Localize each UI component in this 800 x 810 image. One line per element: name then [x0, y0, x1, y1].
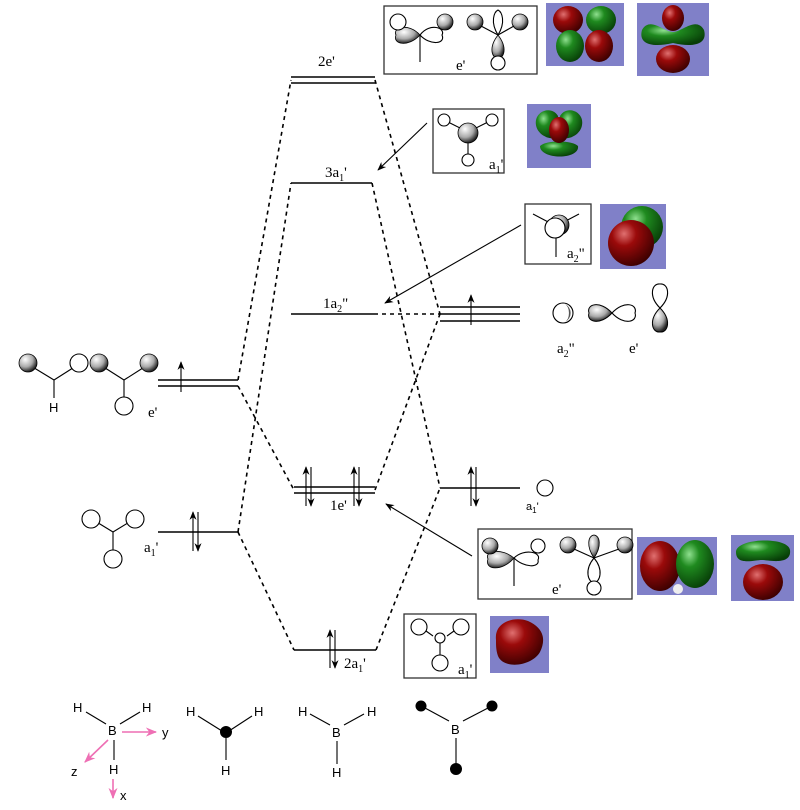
electron-pair [350, 466, 363, 507]
h-orbital-open [114, 396, 134, 416]
electron-pair [302, 466, 315, 507]
electron-pair [326, 629, 339, 669]
svg-text:B: B [332, 725, 341, 740]
svg-text:H: H [73, 700, 82, 715]
bh3-structure: H H B H [298, 704, 376, 780]
inset-label: a1' [489, 157, 504, 176]
svg-text:H: H [142, 700, 151, 715]
z-axis-label: z [71, 764, 78, 779]
svg-text:H: H [367, 704, 376, 719]
axes-molecule: H H B H y z x [71, 700, 169, 803]
boron-py-orbital [651, 283, 669, 333]
svg-text:H: H [254, 704, 263, 719]
boron-px-orbital [588, 304, 636, 322]
left-level-e: e' [148, 361, 238, 421]
svg-text:H: H [109, 762, 118, 777]
mo-level-2a1: 2a1' [294, 629, 376, 675]
mo-level-3a1: 3a1' [291, 165, 372, 184]
y-axis-label: y [162, 725, 169, 740]
orbital-render-3a1 [527, 104, 591, 168]
mo-level-1a2: 1a2" [291, 296, 374, 315]
orbital-render-2e-b [637, 3, 709, 76]
h-orbital-open [69, 353, 89, 373]
bh3-dot-structure: H H H [186, 704, 263, 778]
h-orbital-shaded [139, 353, 159, 373]
orbital-render-1e-b [731, 535, 794, 601]
inset-label: e' [552, 582, 562, 598]
inset-box-1a2: a2" [524, 203, 592, 265]
inset-label: e' [456, 58, 466, 74]
mo-label-2e: 2e' [318, 54, 335, 70]
right-level-p [440, 294, 520, 325]
right-a1-label: a1' [526, 501, 539, 515]
orbital-render-2a1 [490, 616, 549, 673]
left-level-a1: a1' [144, 511, 238, 559]
left-e-label: e' [148, 405, 158, 421]
orbital-render-1a2 [600, 204, 666, 269]
b-ligand-structure: B [415, 700, 498, 775]
electron-pair [467, 466, 480, 507]
x-axis-label: x [120, 788, 127, 803]
inset-label: a1' [458, 662, 473, 681]
inset-label: a2" [567, 246, 585, 265]
z-axis-arrow [84, 739, 109, 763]
inset-box-2e: e' [383, 5, 538, 75]
left-a1-label: a1' [144, 540, 159, 559]
boron-s-orbital [536, 479, 554, 497]
electron-pair [189, 511, 202, 552]
h3-e-salc-1: H [18, 353, 89, 415]
mo-level-2e: 2e' [291, 54, 375, 84]
svg-text:H: H [186, 704, 195, 719]
inset-box-3a1: a1' [432, 108, 505, 176]
h-orbital-shaded [89, 353, 109, 373]
svg-text:H: H [298, 704, 307, 719]
h3-e-salc-2 [89, 353, 159, 416]
orbital-render-1e-a [637, 537, 717, 595]
orbital-render-2e-a [546, 3, 624, 66]
svg-text:B: B [108, 723, 117, 738]
h3-a1-salc [81, 509, 145, 569]
mo-label-1a2: 1a2" [323, 296, 348, 315]
pointer-arrow [385, 503, 473, 557]
svg-text:H: H [221, 763, 230, 778]
pointer-arrow [384, 224, 522, 304]
right-level-s: a1' [440, 466, 554, 515]
correlation-lines [237, 79, 441, 651]
boron-e-label: e' [629, 341, 639, 357]
pointer-arrow [377, 122, 428, 171]
boron-pz-orbital [552, 302, 574, 324]
svg-text:H: H [332, 765, 341, 780]
mo-level-1e: 1e' [294, 466, 375, 514]
mo-label-1e: 1e' [330, 498, 347, 514]
mo-label-3a1: 3a1' [325, 165, 347, 184]
inset-box-1e: e' [477, 528, 634, 600]
mo-label-2a1: 2a1' [344, 656, 366, 675]
svg-text:B: B [451, 722, 460, 737]
inset-box-2a1: a1' [403, 613, 477, 681]
boron-a2-label: a2" [557, 341, 575, 360]
h-orbital-shaded [18, 353, 38, 373]
h-atom-label: H [49, 400, 58, 415]
